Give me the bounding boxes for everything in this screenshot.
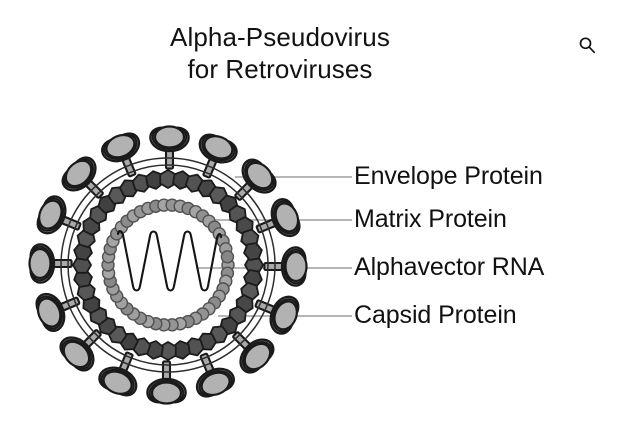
label-capsid-protein: Capsid Protein [354,301,517,329]
page-title: Alpha-Pseudovirus for Retroviruses [0,22,560,85]
virus-diagram [28,125,352,405]
label-envelope-protein: Envelope Protein [354,162,543,190]
title-line-1: Alpha-Pseudovirus [170,22,390,52]
capsid-protein-ring [72,169,264,361]
label-matrix-protein: Matrix Protein [354,205,507,233]
matrix-protein-ring [101,198,235,332]
label-alphavector-rna: Alphavector RNA [354,253,545,281]
envelope-protein-spikes [28,125,308,405]
search-icon[interactable] [578,36,596,54]
title-line-2: for Retroviruses [187,53,373,84]
alphavector-rna [116,230,223,292]
envelope-membrane [60,157,276,373]
